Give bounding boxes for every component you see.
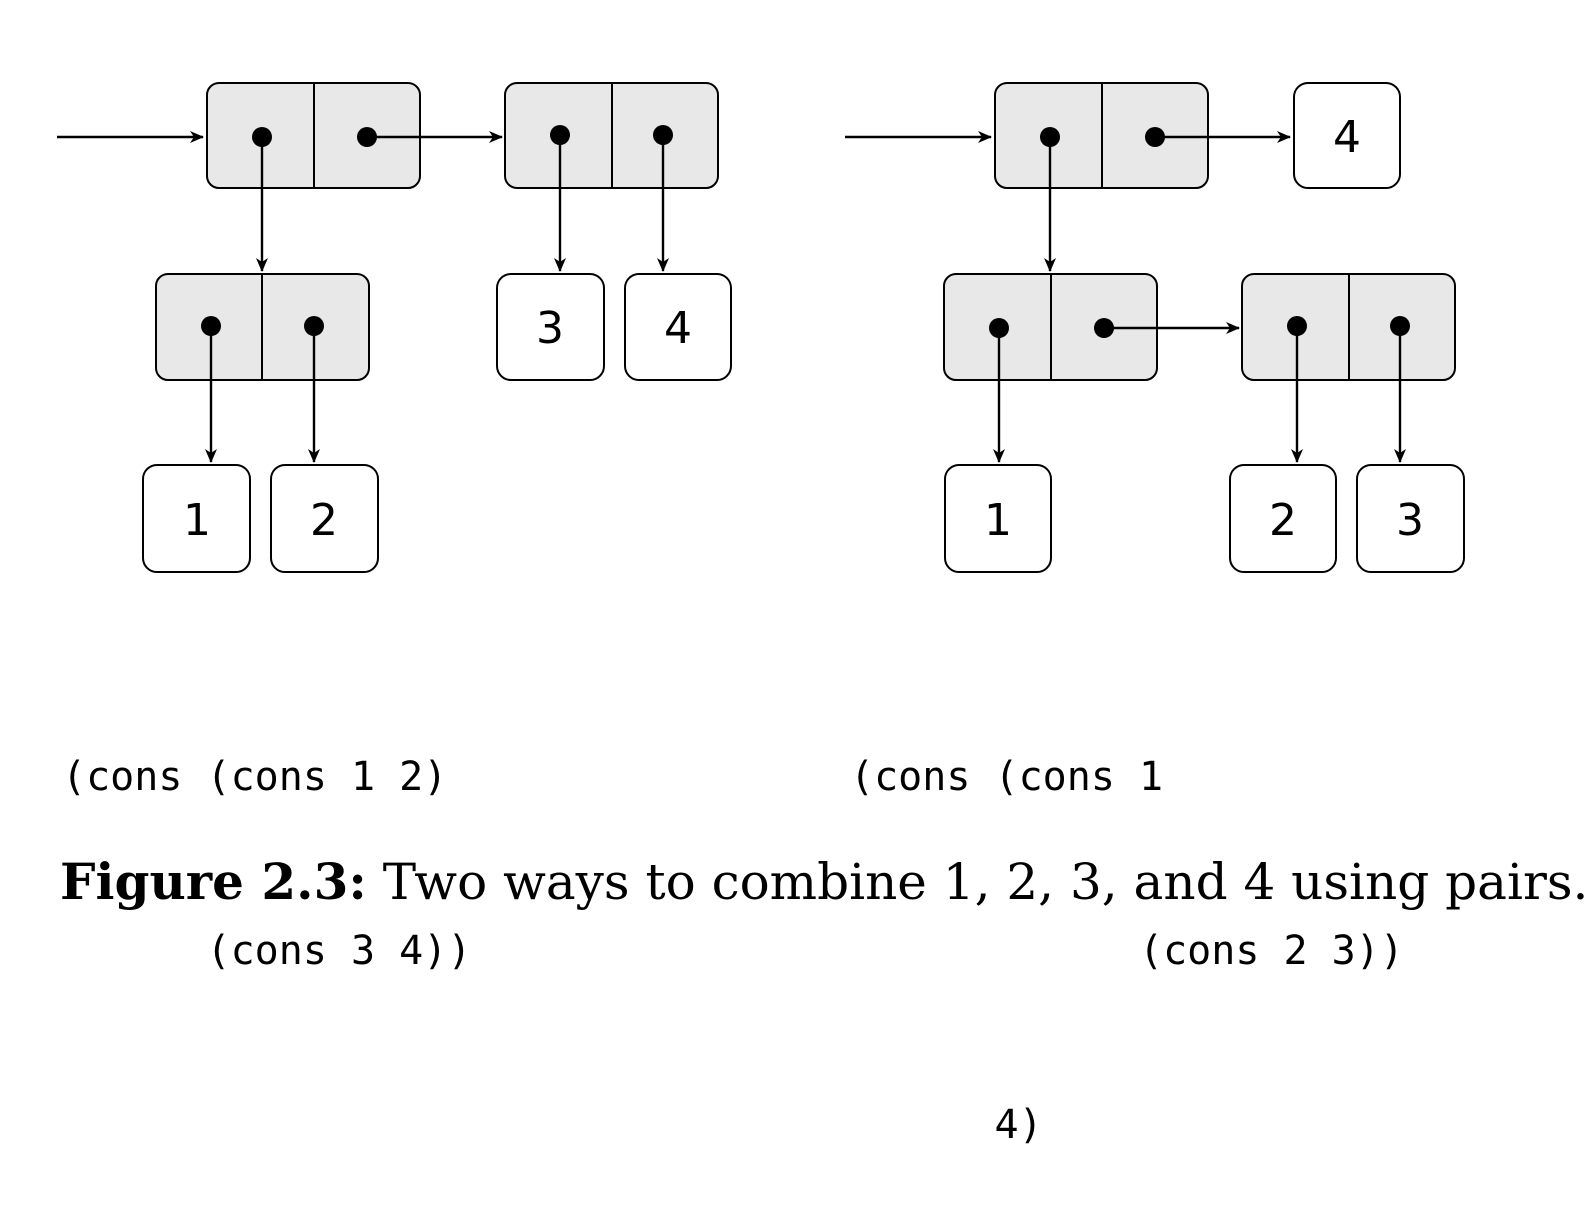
code-line: (cons (cons 1 2) [62, 754, 448, 800]
atom-value: 4 [664, 303, 692, 354]
atom-value: 2 [310, 495, 338, 546]
atom-box: 1 [142, 464, 251, 573]
atom-value: 3 [536, 303, 564, 354]
code-line: (cons 3 4)) [62, 928, 472, 974]
left-code-listing: (cons (cons 1 2) (cons 3 4)) [62, 632, 471, 1038]
pair-3-4 [504, 82, 719, 189]
pair-1-2 [155, 273, 370, 381]
caption-label: Figure 2.3: [60, 852, 367, 911]
pair-2-3 [1241, 273, 1456, 381]
atom-value: 1 [984, 495, 1012, 546]
caption-text: Two ways to combine 1, 2, 3, and 4 using… [366, 853, 1588, 911]
atom-box: 1 [944, 464, 1052, 573]
atom-box: 2 [1229, 464, 1337, 573]
atom-value: 3 [1396, 495, 1424, 546]
atom-box: 4 [624, 273, 732, 381]
code-line: (cons 2 3)) [850, 928, 1404, 974]
pair-1 [943, 273, 1158, 381]
pair-top [994, 82, 1209, 189]
code-line: 4) [850, 1102, 1043, 1148]
atom-value: 1 [183, 495, 211, 546]
atom-box: 3 [1356, 464, 1465, 573]
atom-box: 3 [496, 273, 605, 381]
atom-value: 4 [1333, 112, 1361, 163]
code-line: (cons (cons 1 [850, 754, 1164, 800]
atom-box: 4 [1293, 82, 1401, 189]
pair-top [206, 82, 421, 189]
right-code-listing: (cons (cons 1 (cons 2 3)) 4) [850, 632, 1404, 1212]
figure-caption: Figure 2.3: Two ways to combine 1, 2, 3,… [60, 852, 1588, 911]
box-and-pointer-figure: 3 4 1 2 [57, 82, 1465, 573]
atom-value: 2 [1269, 495, 1297, 546]
right-diagram: 4 1 2 3 [845, 82, 1465, 573]
left-diagram: 3 4 1 2 [57, 82, 732, 573]
atom-box: 2 [270, 464, 379, 573]
